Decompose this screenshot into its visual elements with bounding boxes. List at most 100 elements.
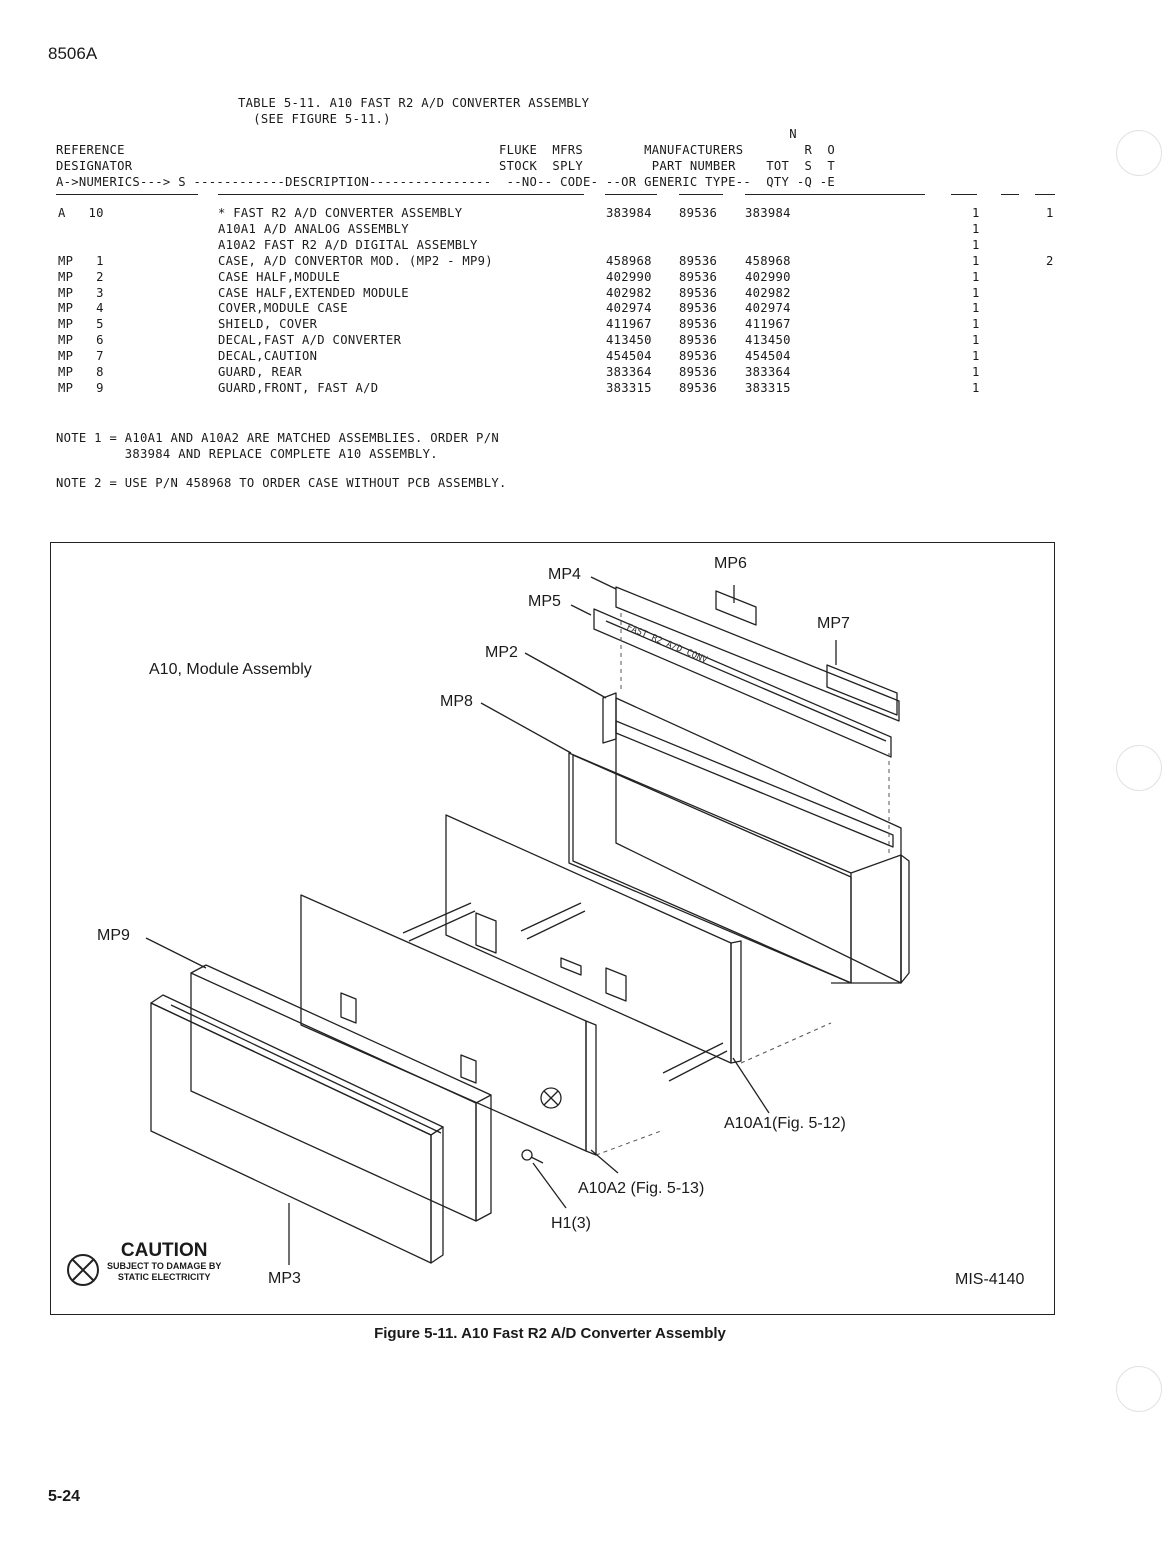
cell-ref: A 10 [58,206,104,220]
cell-ref: MP 5 [58,317,104,332]
cell-stock: 402974 [606,301,652,316]
cell-desc: DECAL,CAUTION [218,349,318,364]
cell-sply: 89536 [679,285,718,300]
exploded-assembly-drawing: FAST R2 A/D CONV [67,576,910,1286]
case-half-mp3 [150,1002,432,1264]
cell-qty: 1 [972,285,980,300]
page-number: 5-24 [48,1488,81,1505]
cell-stock: 383984 [606,206,652,220]
table-column-header: N REFERENCE FLUKE MFRS MANUFACTURERS R O D… [56,126,835,190]
label-mp7: MP7 [817,615,850,632]
punch-hole [1116,1366,1162,1412]
caution-block: CAUTION SUBJECT TO DAMAGE BY STATIC ELEC… [107,1241,221,1283]
label-mp2: MP2 [485,644,518,661]
note-2: NOTE 2 = USE P/N 458968 TO ORDER CASE WI… [56,476,507,490]
table-rule [218,194,584,195]
table-title-line1: TABLE 5-11. A10 FAST R2 A/D CONVERTER AS… [238,96,590,110]
drawing-number: MIS-4140 [955,1271,1025,1288]
table-title-line2: (SEE FIGURE 5-11.) [253,112,391,126]
cell-qty: 1 [972,206,980,220]
cell-qty: 1 [972,333,980,348]
note-1: NOTE 1 = A10A1 AND A10A2 ARE MATCHED ASS… [56,431,499,461]
cell-stock: 383364 [606,365,652,379]
column-header-line: DESIGNATOR STOCK SPLY PART NUMBER TOT S … [56,159,836,173]
cell-part: 402990 [745,269,791,284]
decal-mp6 [715,590,757,626]
cell-part: 454504 [745,349,791,364]
table-rule [605,194,657,195]
cell-stock: 454504 [606,349,652,364]
cover-mp4 [615,586,900,722]
cell-stock: 402990 [606,269,652,284]
cell-ref: MP 6 [58,333,104,348]
case-half-mp2 [602,692,617,744]
cell-part: 411967 [745,317,791,332]
cell-stock: 458968 [606,253,652,268]
label-mp4: MP4 [548,566,581,583]
cell-ref: MP 7 [58,349,104,364]
board-a10a2 [300,894,587,1152]
punch-hole [1116,745,1162,791]
label-mp9: MP9 [97,927,130,944]
label-mp8: MP8 [440,693,473,710]
cell-sply: 89536 [679,365,718,379]
cell-sply: 89536 [679,253,718,268]
cell-qty: 1 [972,301,980,316]
cell-note: 1 [1046,206,1054,220]
assembly-label: A10, Module Assembly [149,661,312,678]
cell-qty: 1 [972,221,980,236]
cell-desc: COVER,MODULE CASE [218,301,348,316]
cell-sply: 89536 [679,301,718,316]
label-h1: H1(3) [551,1215,592,1232]
cell-ref: MP 9 [58,380,104,395]
cell-desc: A10A2 FAST R2 A/D DIGITAL ASSEMBLY [218,237,478,252]
caution-line2: STATIC ELECTRICITY [117,1272,211,1282]
board-a10a1 [445,814,732,1064]
column-header-line: N [56,127,797,141]
cell-sply: 89536 [679,317,718,332]
cell-desc: SHIELD, COVER [218,317,318,332]
cell-part: 383984 [745,206,791,220]
cell-part: 413450 [745,333,791,348]
cell-sply: 89536 [679,380,718,395]
cell-qty: 1 [972,380,980,395]
label-a10a1: A10A1(Fig. 5-12) [724,1115,846,1132]
cell-sply: 89536 [679,333,718,348]
cell-stock: 411967 [606,317,652,332]
cell-part: 383364 [745,365,791,379]
cell-stock: 383315 [606,380,652,395]
cell-part: 402982 [745,285,791,300]
cell-qty: 1 [972,269,980,284]
figure-box: FAST R2 A/D CONV [50,542,1055,1315]
cell-ref: MP 2 [58,269,104,284]
cell-part: 458968 [745,253,791,268]
rear-guard-mp8 [568,752,852,984]
cell-desc: CASE, A/D CONVERTOR MOD. (MP2 - MP9) [218,253,493,268]
decal-mp6-text: FAST R2 A/D CONV [625,623,709,666]
column-header-line: REFERENCE FLUKE MFRS MANUFACTURERS R O [56,143,836,157]
cell-qty: 1 [972,317,980,332]
table-rule [679,194,723,195]
cell-sply: 89536 [679,269,718,284]
cell-sply: 89536 [679,206,718,220]
cell-desc: * FAST R2 A/D CONVERTER ASSEMBLY [218,206,463,220]
page-model: 8506A [48,44,98,63]
cell-qty: 1 [972,253,980,268]
punch-hole [1116,130,1162,176]
caution-title: CAUTION [120,1240,208,1261]
cell-part: 383315 [745,380,791,395]
table-rule [56,194,198,195]
cell-desc: GUARD, REAR [218,365,303,379]
cell-desc: A10A1 A/D ANALOG ASSEMBLY [218,221,409,236]
cell-ref: MP 1 [58,253,104,268]
cell-desc: CASE HALF,MODULE [218,269,341,284]
cell-sply: 89536 [679,349,718,364]
table-rule [1001,194,1019,195]
cell-desc: DECAL,FAST A/D CONVERTER [218,333,402,348]
caution-line1: SUBJECT TO DAMAGE BY [107,1261,222,1271]
table-rule [1035,194,1055,195]
cell-ref: MP 3 [58,285,104,300]
front-guard-mp9 [190,972,477,1222]
label-mp3: MP3 [268,1270,301,1287]
cell-part: 402974 [745,301,791,316]
